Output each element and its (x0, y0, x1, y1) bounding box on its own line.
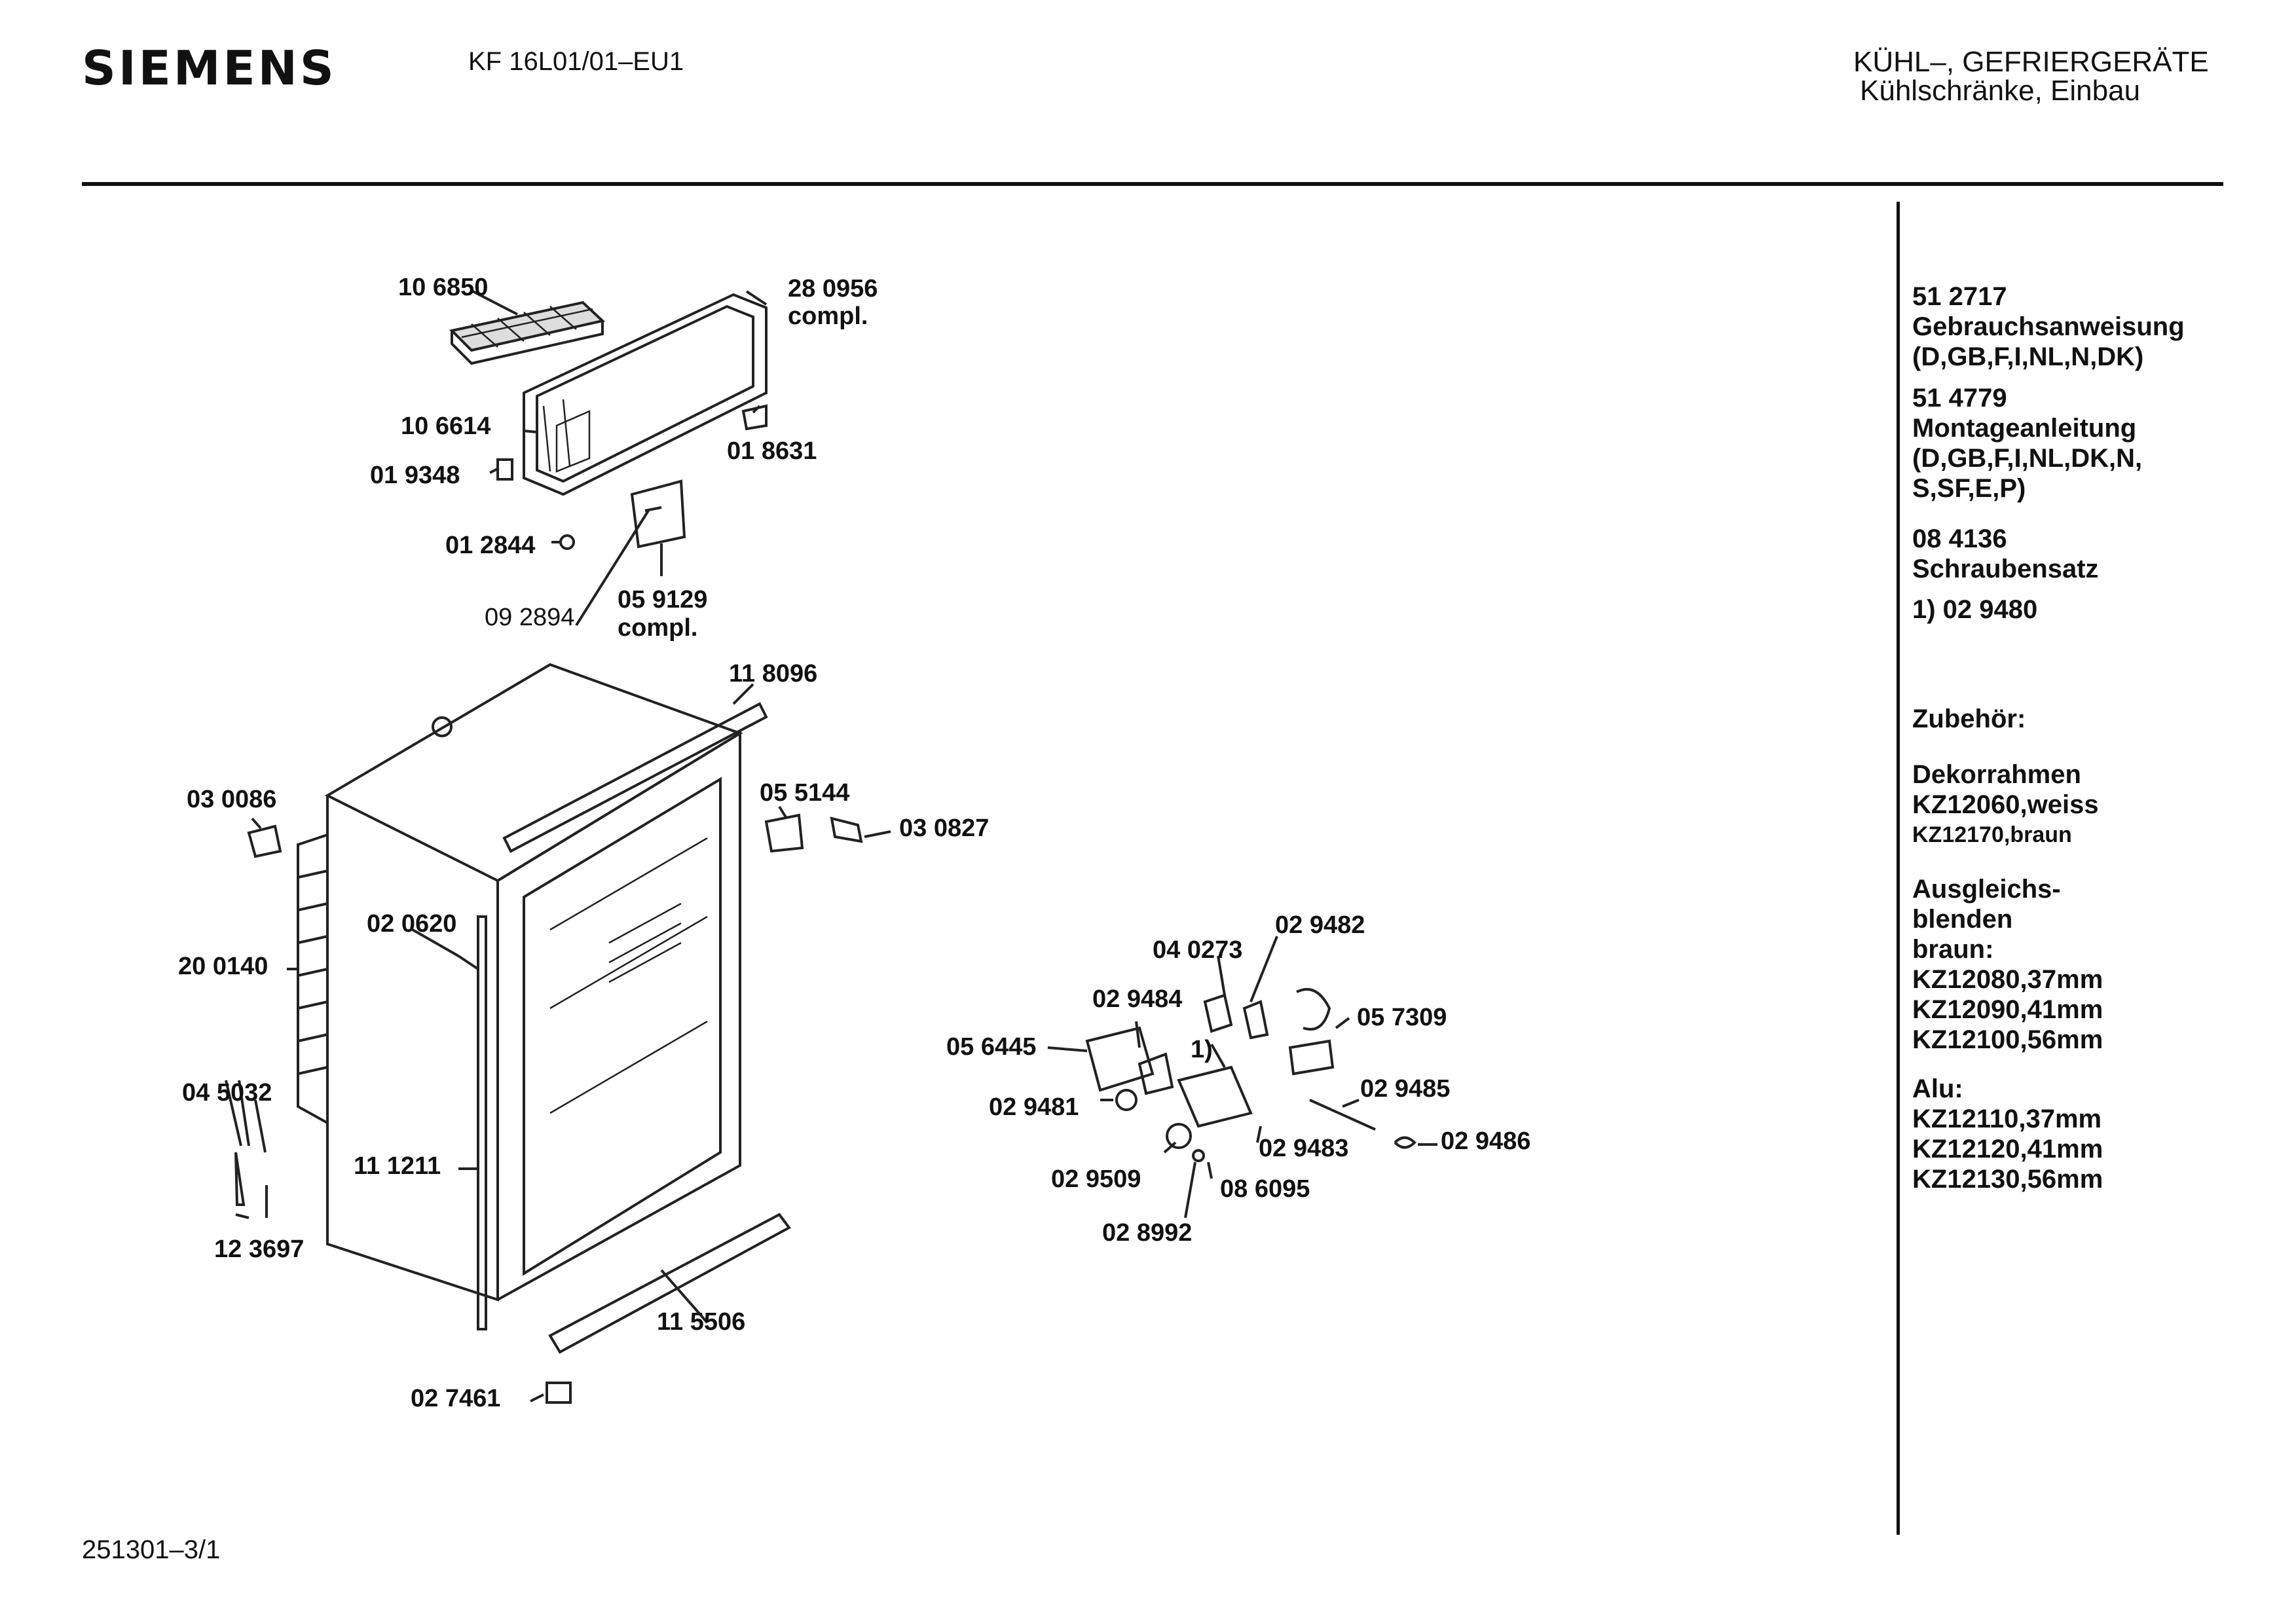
doc-languages: (D,GB,F,I,NL,N,DK) (1912, 342, 2144, 371)
doc-title: Schraubensatz (1912, 555, 2099, 583)
doc-title: Gebrauchsanweisung (1912, 312, 2185, 341)
alu-item: KZ12120,41mm (1912, 1135, 2103, 1163)
part-label: 02 9482 (1275, 911, 1365, 939)
sidebar-panels: Ausgleichs- blenden braun: KZ12080,37mm … (1912, 874, 2103, 1055)
part-label: 02 0620 (367, 910, 457, 938)
sidebar-documents: 51 2717 Gebrauchsanweisung (D,GB,F,I,NL,… (1912, 282, 2185, 372)
doc-title: Montageanleitung (1912, 414, 2137, 443)
panels-item: KZ12090,41mm (1912, 995, 2103, 1024)
part-label: 11 8096 (729, 660, 818, 687)
part-label: 04 0273 (1153, 936, 1243, 964)
doc-languages: (D,GB,F,I,NL,DK,N, (1912, 444, 2143, 473)
part-label: 02 8992 (1102, 1219, 1193, 1247)
leader-lines (235, 290, 1437, 1402)
panels-color: braun: (1912, 935, 1994, 964)
sidebar-accessories: Zubehör: (1912, 704, 2026, 734)
panels-heading: blenden (1912, 905, 2013, 934)
panels-heading: Ausgleichs- (1912, 875, 2061, 904)
rail-118096-drawing (502, 702, 768, 853)
part-label-suffix: compl. (788, 302, 868, 330)
sensor-123697-drawing (234, 1152, 246, 1206)
screw-012844-drawing (559, 534, 575, 550)
brand-logo: SIEMENS (82, 41, 337, 96)
cabinet-drawing (324, 663, 743, 1302)
part-label: 11 5506 (657, 1308, 746, 1336)
doc-number: 08 4136 (1912, 524, 2007, 553)
sidebar-alu: Alu: KZ12110,37mm KZ12120,41mm KZ12130,5… (1912, 1074, 2103, 1194)
category-title: KÜHL–, GEFRIERGERÄTE (1853, 46, 2209, 78)
part-label: 05 6445 (946, 1033, 1037, 1061)
panels-item: KZ12100,56mm (1912, 1025, 2103, 1054)
sidebar-documents: 51 4779 Montageanleitung (D,GB,F,I,NL,DK… (1912, 383, 2142, 504)
footnote-marker: 1) (1191, 1036, 1213, 1063)
part-label: 02 7461 (411, 1385, 501, 1412)
part-label: 28 0956 (788, 275, 878, 302)
alu-heading: Alu: (1912, 1074, 1963, 1103)
part-label: 01 8631 (727, 437, 817, 465)
part-label-suffix: compl. (618, 614, 698, 642)
part-label: 20 0140 (178, 953, 268, 980)
part-label: 09 2894 (485, 604, 575, 631)
sidebar-footnote: 1) 02 9480 (1912, 595, 2037, 625)
part-label: 02 9485 (1360, 1075, 1451, 1103)
panels-item: KZ12080,37mm (1912, 965, 2103, 994)
deco-heading: Dekorrahmen (1912, 760, 2081, 789)
ice-tray-drawing (449, 301, 606, 365)
seal-111211-drawing (477, 915, 487, 1330)
deco-item: KZ12170,braun (1912, 822, 2072, 847)
part-030827-drawing (830, 816, 863, 843)
part-label: 12 3697 (214, 1236, 305, 1263)
rail-115506-drawing (548, 1213, 791, 1354)
hinge-059129-drawing (630, 479, 686, 549)
part-label: 10 6614 (401, 412, 491, 440)
part-019348-drawing (496, 458, 513, 481)
part-020620-drawing (457, 955, 479, 970)
part-label: 05 7309 (1357, 1004, 1447, 1031)
model-number: KF 16L01/01–EU1 (468, 47, 684, 76)
sidebar-divider (1897, 202, 1900, 1535)
part-label: 01 9348 (370, 462, 460, 489)
freezer-door-drawing (523, 293, 768, 496)
part-label: 01 2844 (445, 532, 536, 559)
part-055144-drawing (764, 813, 804, 853)
part-label: 08 6095 (1220, 1175, 1310, 1203)
sidebar-deco-frames: Dekorrahmen KZ12060,weiss KZ12170,braun (1912, 760, 2099, 850)
part-label: 03 0827 (899, 815, 990, 842)
part-label: 11 1211 (354, 1152, 441, 1180)
part-label: 03 0086 (187, 786, 277, 813)
sidebar-documents: 08 4136 Schraubensatz (1912, 524, 2099, 584)
part-label: 02 9483 (1259, 1135, 1349, 1162)
alu-item: KZ12130,56mm (1912, 1165, 2103, 1194)
part-027461-drawing (546, 1382, 572, 1404)
alu-item: KZ12110,37mm (1912, 1105, 2102, 1133)
part-label: 02 9484 (1092, 985, 1183, 1013)
part-030086-drawing (247, 824, 282, 858)
footnote-text: 1) 02 9480 (1912, 595, 2038, 624)
category-subtitle: Kühlschränke, Einbau (1860, 75, 2141, 107)
thermostat-assembly-drawing (1085, 988, 1416, 1162)
doc-number: 51 2717 (1912, 282, 2007, 311)
part-label: 02 9486 (1441, 1127, 1531, 1155)
part-label: 02 9481 (989, 1093, 1079, 1121)
part-label: 05 5144 (760, 779, 850, 807)
drawing-number: 251301–3/1 (82, 1535, 221, 1564)
doc-languages: S,SF,E,P) (1912, 474, 2026, 503)
doc-number: 51 4779 (1912, 384, 2007, 412)
part-label: 04 5032 (182, 1079, 272, 1107)
header-divider (82, 182, 2223, 186)
part-label: 02 9509 (1051, 1165, 1141, 1193)
sensor-cable-drawing (225, 1080, 250, 1146)
part-label: 05 9129 (618, 586, 708, 614)
deco-item: KZ12060,weiss (1912, 790, 2099, 819)
accessories-heading: Zubehör: (1912, 705, 2026, 733)
part-label: 10 6850 (398, 274, 489, 301)
condenser-drawing (297, 833, 329, 1126)
